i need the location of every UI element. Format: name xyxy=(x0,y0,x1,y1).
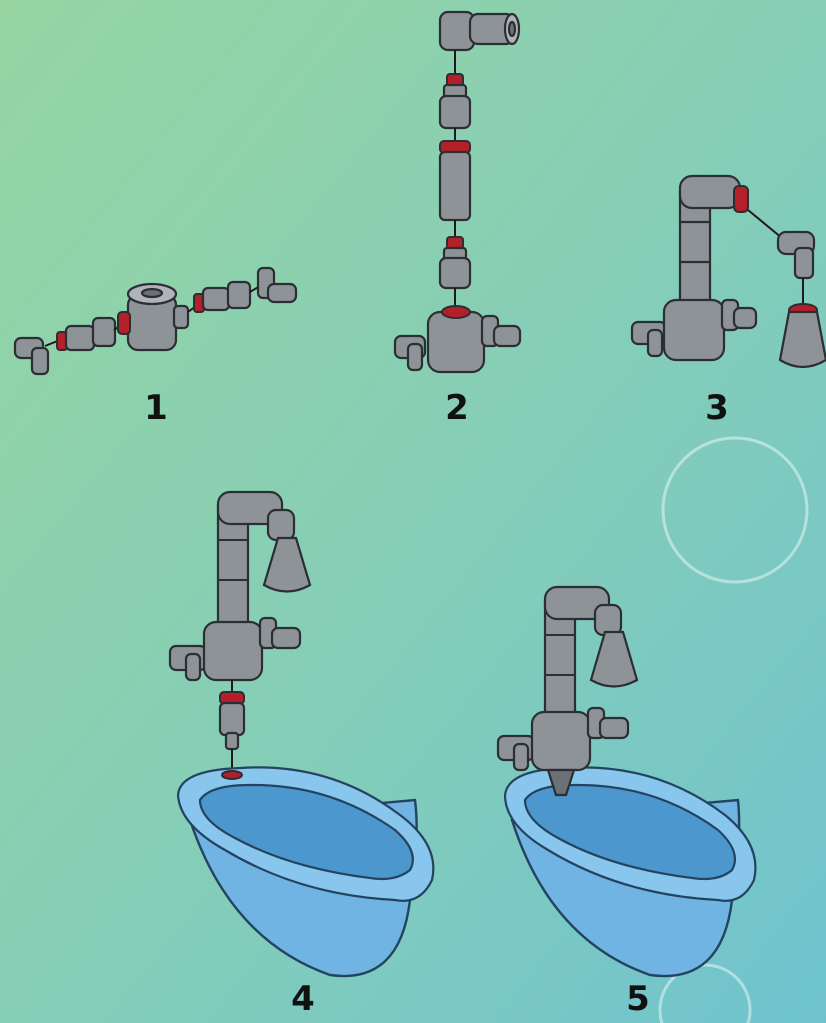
step-number-1: 1 xyxy=(136,391,176,425)
step-number-5: 5 xyxy=(618,982,658,1016)
bathtub xyxy=(505,767,755,976)
step-number-2: 2 xyxy=(437,391,477,425)
step-number-4: 4 xyxy=(283,982,323,1016)
faucet-assembly xyxy=(498,587,637,795)
step-number-3: 3 xyxy=(697,391,737,425)
